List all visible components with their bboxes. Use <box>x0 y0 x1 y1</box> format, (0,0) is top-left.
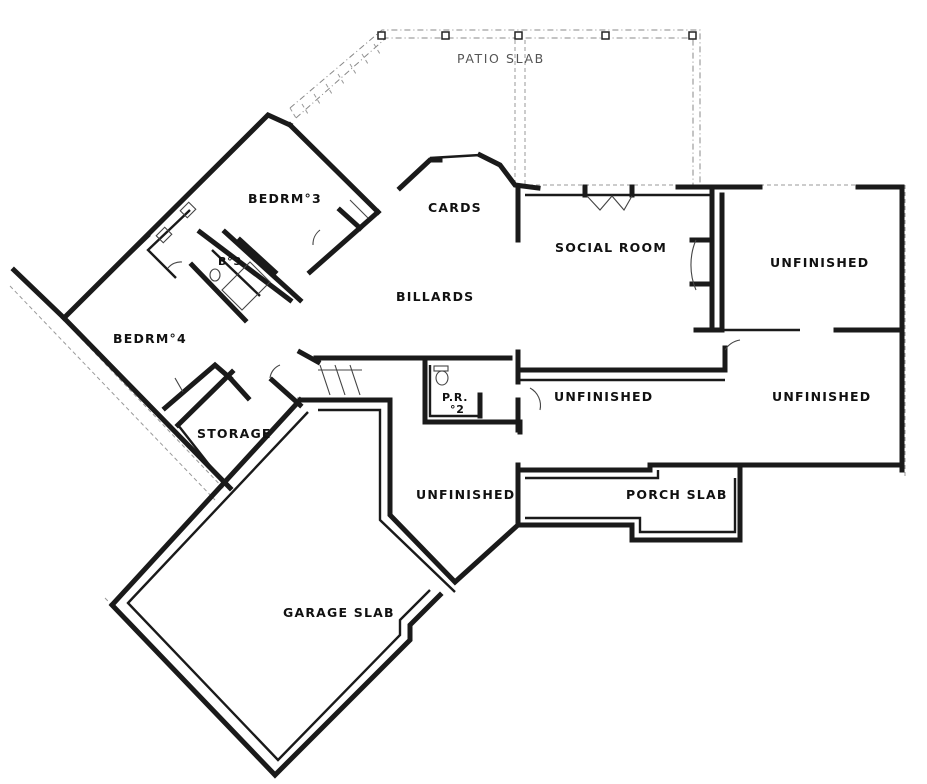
room-label-billiards: BILLARDS <box>396 289 474 304</box>
door-swing <box>529 387 542 411</box>
room-label-bedroom3: BEDRM°3 <box>248 191 322 206</box>
patio-post <box>688 31 697 40</box>
doors <box>167 195 741 411</box>
room-label-unfinished-s: UNFINISHED <box>416 487 515 502</box>
door-swing <box>167 261 183 269</box>
tub-icon <box>221 261 271 311</box>
room-label-unfinished-e: UNFINISHED <box>772 389 871 404</box>
room-label-cards: CARDS <box>428 200 482 215</box>
vanity-icon <box>155 226 173 244</box>
fixtures <box>155 199 449 396</box>
room-label-powder: P.R. <box>442 391 468 404</box>
patio-slab <box>289 29 701 185</box>
room-label-garage: GARAGE SLAB <box>283 605 395 620</box>
room-label-bedroom4: BEDRM°4 <box>113 331 187 346</box>
room-label-social: SOCIAL ROOM <box>555 240 667 255</box>
patio-post <box>514 31 523 40</box>
stair-icon <box>318 364 362 396</box>
vanity-icon <box>179 201 197 219</box>
room-label-storage: STORAGE <box>197 426 272 441</box>
room-label-porch: PORCH SLAB <box>626 487 728 502</box>
room-label-unfinished-c: UNFINISHED <box>554 389 653 404</box>
room-label-powder-number: °2 <box>450 403 465 416</box>
footprint-outline <box>9 184 906 771</box>
patio-post <box>377 31 386 40</box>
room-labels: PATIO SLAB BEDRM°3 CARDS SOCIAL ROOM UNF… <box>113 51 871 620</box>
toilet-icon <box>209 268 221 282</box>
door-swing <box>269 364 281 379</box>
room-label-unfinished-ne: UNFINISHED <box>770 255 869 270</box>
room-label-patio: PATIO SLAB <box>457 51 545 66</box>
patio-post <box>441 31 450 40</box>
door-swing <box>312 229 321 246</box>
door-swing <box>690 239 697 291</box>
vanity-icon <box>433 365 449 372</box>
closet-icon <box>349 199 369 219</box>
room-label-bath3: B°3 <box>218 255 242 268</box>
toilet-icon <box>435 370 449 386</box>
door-swing <box>586 195 633 211</box>
door-swing <box>174 377 184 393</box>
patio-post <box>601 31 610 40</box>
door-swing <box>724 339 741 351</box>
walls <box>10 112 905 779</box>
